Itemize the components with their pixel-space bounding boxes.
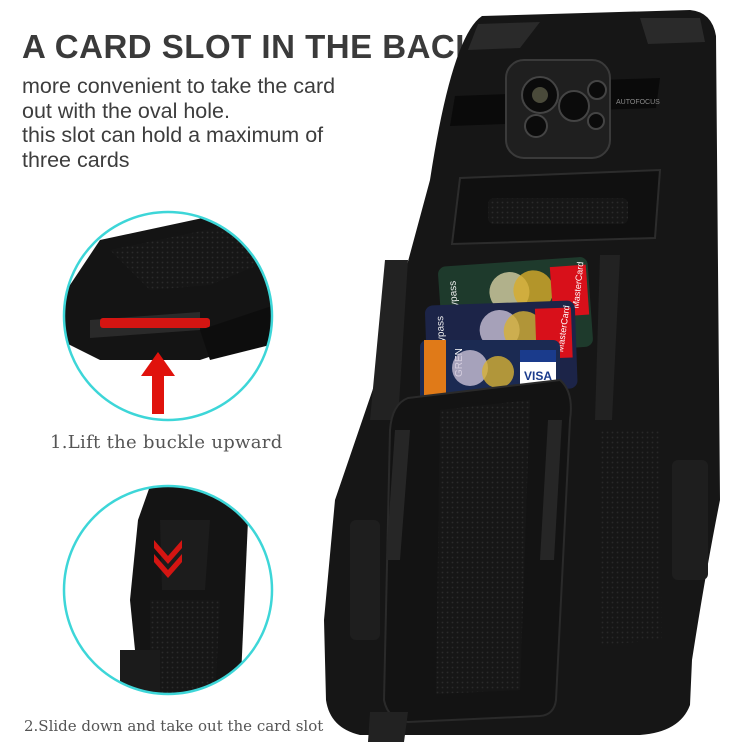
- description-line-4: three cards: [22, 147, 130, 172]
- arrow-up-icon: [141, 352, 175, 414]
- detail-circle-1: [62, 210, 274, 422]
- description-line-3: this slot can hold a maximum of: [22, 123, 324, 147]
- detail-circle-2: [62, 484, 274, 696]
- card-2-side: ypass: [435, 316, 447, 342]
- camera-module: [505, 59, 611, 159]
- description: more convenient to take the card out wit…: [22, 74, 422, 172]
- card-1-side: ypass: [448, 280, 461, 307]
- card-1-brand: MasterCard: [571, 261, 586, 309]
- headline: A CARD SLOT IN THE BACK: [22, 28, 480, 65]
- step-1-caption: 1.Lift the buckle upward: [50, 432, 283, 453]
- description-line-1: more convenient to take the card: [22, 74, 336, 98]
- description-line-2: out with the oval hole.: [22, 98, 230, 123]
- phone-case: AUTOFOCUS MasterCard ypass MasterCard yp…: [324, 10, 720, 742]
- chevron-down-icon: [154, 540, 182, 578]
- camera-label: AUTOFOCUS: [616, 99, 660, 106]
- buckle-red-strip: [100, 318, 210, 328]
- card-3-brand: VISA: [524, 369, 552, 383]
- step-2-caption: 2.Slide down and take out the card slot: [24, 717, 324, 735]
- card-holder-flap: [382, 378, 572, 724]
